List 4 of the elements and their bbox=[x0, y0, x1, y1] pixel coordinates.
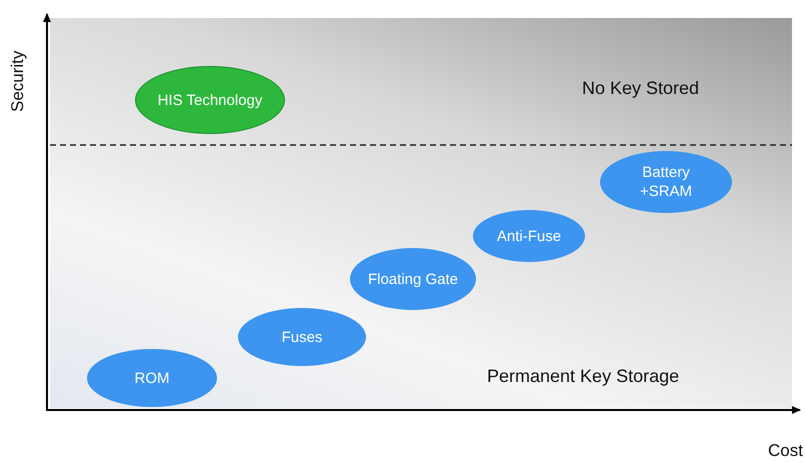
region-label: Permanent Key Storage bbox=[487, 366, 680, 387]
axis-title: Security bbox=[8, 50, 28, 112]
region-label: No Key Stored bbox=[582, 78, 700, 99]
axis-title: Cost bbox=[768, 441, 803, 461]
